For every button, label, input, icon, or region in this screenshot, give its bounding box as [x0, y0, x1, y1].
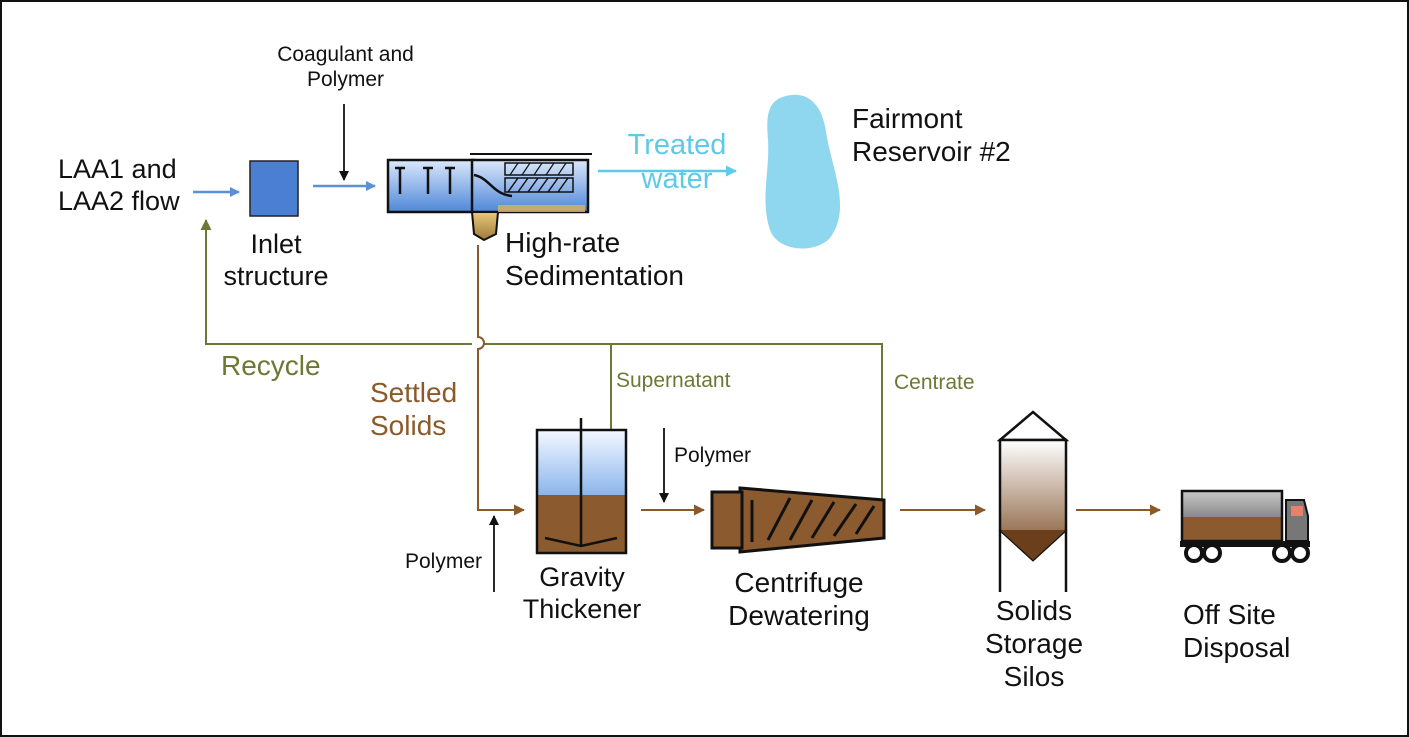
treated-label-line2: water — [641, 163, 713, 196]
treated-water-label: Treated water — [612, 128, 742, 196]
reservoir-label-line2: Reservoir #2 — [852, 136, 1011, 168]
settled-solids-line — [477, 245, 525, 516]
centrifuge-dewatering-label: Centrifuge Dewatering — [716, 566, 882, 632]
sedimentation-label-line2: Sedimentation — [505, 260, 685, 292]
inlet-label-line1: Inlet — [250, 229, 302, 259]
silos-label-line2: Storage — [984, 628, 1084, 660]
source-label-line1: LAA1 and — [58, 154, 177, 184]
supernatant-label: Supernatant — [616, 369, 731, 392]
source-flow-label: LAA1 and LAA2 flow — [58, 154, 180, 218]
coagulant-polymer-label: Coagulant and Polymer — [268, 43, 423, 93]
disposal-label-line1: Off Site — [1183, 599, 1276, 630]
disposal-truck-icon — [1180, 489, 1310, 563]
recycle-lines — [200, 219, 883, 500]
coagulant-label-line1: Coagulant and — [277, 43, 414, 66]
thickener-polymer-label: Polymer — [405, 550, 483, 573]
inlet-structure-label: Inlet structure — [206, 229, 346, 293]
gravity-thickener-label: Gravity Thickener — [506, 562, 658, 626]
treated-label-line1: Treated — [627, 129, 727, 161]
sedimentation-basin-icon — [386, 153, 592, 242]
centrate-label: Centrate — [894, 371, 975, 394]
settled-label-line1: Settled — [370, 377, 458, 408]
sedimentation-label: High-rate Sedimentation — [505, 226, 684, 292]
thickener-label-line1: Gravity — [539, 562, 625, 592]
reservoir-shape — [765, 94, 841, 249]
centrifuge-label-line2: Dewatering — [728, 600, 870, 632]
settled-label-line2: Solids — [370, 410, 447, 442]
centrifuge-label-line1: Centrifuge — [734, 567, 864, 598]
silos-label-line1: Solids — [995, 595, 1073, 626]
centrifuge-icon — [710, 486, 886, 554]
thickener-label-line2: Thickener — [522, 593, 642, 624]
inlet-structure-box — [249, 160, 299, 217]
disposal-label-line2: Disposal — [1183, 632, 1291, 664]
storage-silos-label: Solids Storage Silos — [974, 594, 1094, 693]
recycle-label: Recycle — [221, 350, 321, 381]
inlet-label-line2: structure — [223, 260, 329, 291]
coagulant-label-line2: Polymer — [306, 67, 385, 91]
source-label-line2: LAA2 flow — [58, 185, 180, 216]
silos-label-line3: Silos — [1003, 661, 1065, 693]
gravity-thickener-icon — [535, 418, 628, 555]
reservoir-label-line1: Fairmont — [852, 103, 963, 134]
storage-silo-icon — [996, 410, 1070, 592]
sedimentation-label-line1: High-rate — [505, 227, 621, 258]
settled-solids-label: Settled Solids — [370, 376, 457, 442]
off-site-disposal-label: Off Site Disposal — [1183, 598, 1290, 664]
reservoir-label: Fairmont Reservoir #2 — [852, 102, 1011, 168]
centrifuge-polymer-label: Polymer — [674, 444, 752, 467]
